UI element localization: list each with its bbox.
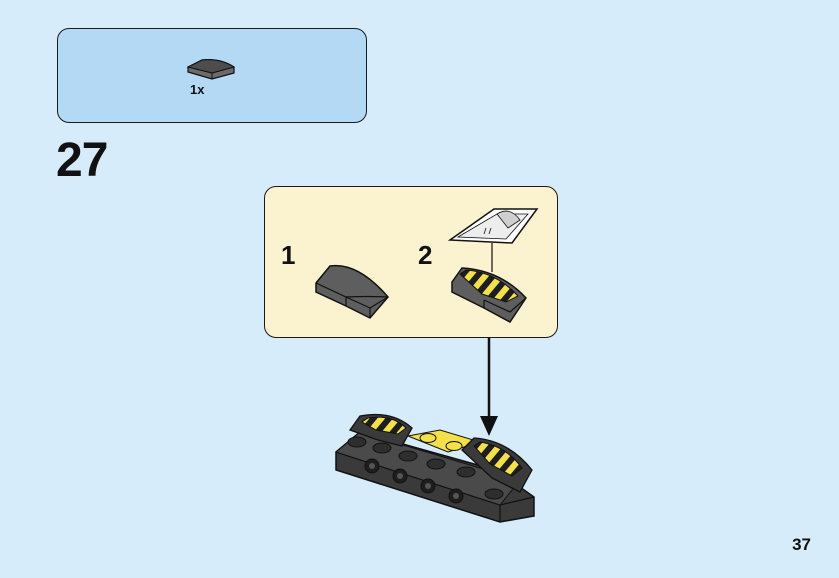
part-quantity: 1x	[190, 82, 205, 97]
sticker-sheet-icon	[447, 208, 539, 272]
parts-list-box: 1x	[57, 28, 367, 123]
page-number: 37	[792, 535, 811, 554]
curved-brick-icon	[315, 264, 389, 319]
placement-arrow	[480, 338, 498, 436]
sub-step-number-1: 1	[281, 240, 296, 270]
curved-slope-brick-icon	[186, 59, 236, 80]
hazard-sticker-brick-icon	[451, 267, 527, 323]
sub-step-number-2: 2	[418, 240, 433, 270]
assembly-model-icon	[334, 413, 535, 523]
step-number: 27	[56, 134, 108, 187]
